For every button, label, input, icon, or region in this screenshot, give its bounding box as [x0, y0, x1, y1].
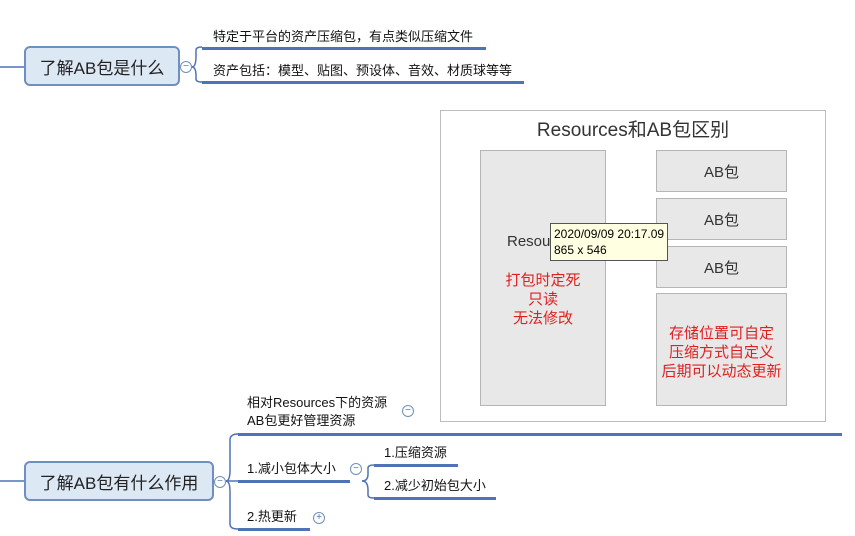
subtopic-asset-types[interactable]: 资产包括：模型、贴图、预设体、音效、材质球等等: [213, 63, 513, 78]
branch-line: 相对Resources下的资源: [247, 395, 388, 410]
branch-underline: [238, 528, 310, 531]
topic-ab-purpose[interactable]: 了解AB包有什么作用: [24, 461, 214, 501]
ab-note: 后期可以动态更新: [661, 363, 782, 380]
image-info-tooltip: 2020/09/09 20:17.09 865 x 546: [550, 223, 669, 261]
ab-box: AB包: [656, 198, 787, 240]
comparison-title: Resources和AB包区别: [536, 120, 730, 141]
topic-ab-purpose-label: 了解AB包有什么作用: [39, 473, 199, 493]
collapse-toggle-topic1[interactable]: −: [180, 61, 192, 73]
branch-better-management[interactable]: 相对Resources下的资源 AB包更好管理资源: [247, 394, 387, 430]
branch-reduce-size[interactable]: 1.减小包体大小: [247, 461, 336, 476]
leaf-underline: [374, 464, 458, 467]
comparison-figure: Resources和AB包区别 Resou 打包时定死 只读 无法修改 AB包 …: [440, 110, 826, 422]
branch-underline: [238, 480, 350, 483]
resources-box: Resou 打包时定死 只读 无法修改: [480, 150, 606, 406]
ab-note: 存储位置可自定: [668, 325, 774, 342]
leaf-reduce-initial-size[interactable]: 2.减少初始包大小: [384, 478, 486, 493]
ab-note: 压缩方式自定义: [668, 344, 774, 361]
ab-notes-box: 存储位置可自定 压缩方式自定义 后期可以动态更新: [656, 293, 787, 406]
ab-box: AB包: [656, 150, 787, 192]
subtopic-definition[interactable]: 特定于平台的资产压缩包，有点类似压缩文件: [213, 29, 474, 44]
ab-notes: 存储位置可自定 压缩方式自定义 后期可以动态更新: [657, 324, 786, 381]
ab-box: AB包: [656, 246, 787, 288]
topic-what-is-ab-label: 了解AB包是什么: [39, 58, 165, 78]
subtopic-underline: [202, 47, 486, 50]
collapse-toggle-topic2[interactable]: −: [214, 476, 226, 488]
collapse-toggle-branch1[interactable]: −: [402, 405, 414, 417]
resources-note: 无法修改: [512, 310, 573, 327]
resources-notes: 打包时定死 只读 无法修改: [481, 271, 605, 328]
subtopic-underline: [202, 81, 524, 84]
tooltip-timestamp: 2020/09/09 20:17.09: [554, 227, 665, 241]
resources-note: 打包时定死: [505, 272, 581, 289]
branch-underline: [238, 433, 842, 436]
leaf-compress-assets[interactable]: 1.压缩资源: [384, 445, 447, 460]
resources-note: 只读: [527, 291, 558, 308]
leaf-underline: [374, 497, 496, 500]
topic-what-is-ab[interactable]: 了解AB包是什么: [24, 46, 180, 86]
branch-line: AB包更好管理资源: [247, 413, 356, 428]
expand-toggle-branch3[interactable]: +: [313, 512, 325, 524]
branch-hot-update[interactable]: 2.热更新: [247, 509, 297, 524]
collapse-toggle-branch2[interactable]: −: [350, 463, 362, 475]
resources-label: Resou: [507, 233, 551, 250]
tooltip-dimensions: 865 x 546: [554, 243, 607, 257]
